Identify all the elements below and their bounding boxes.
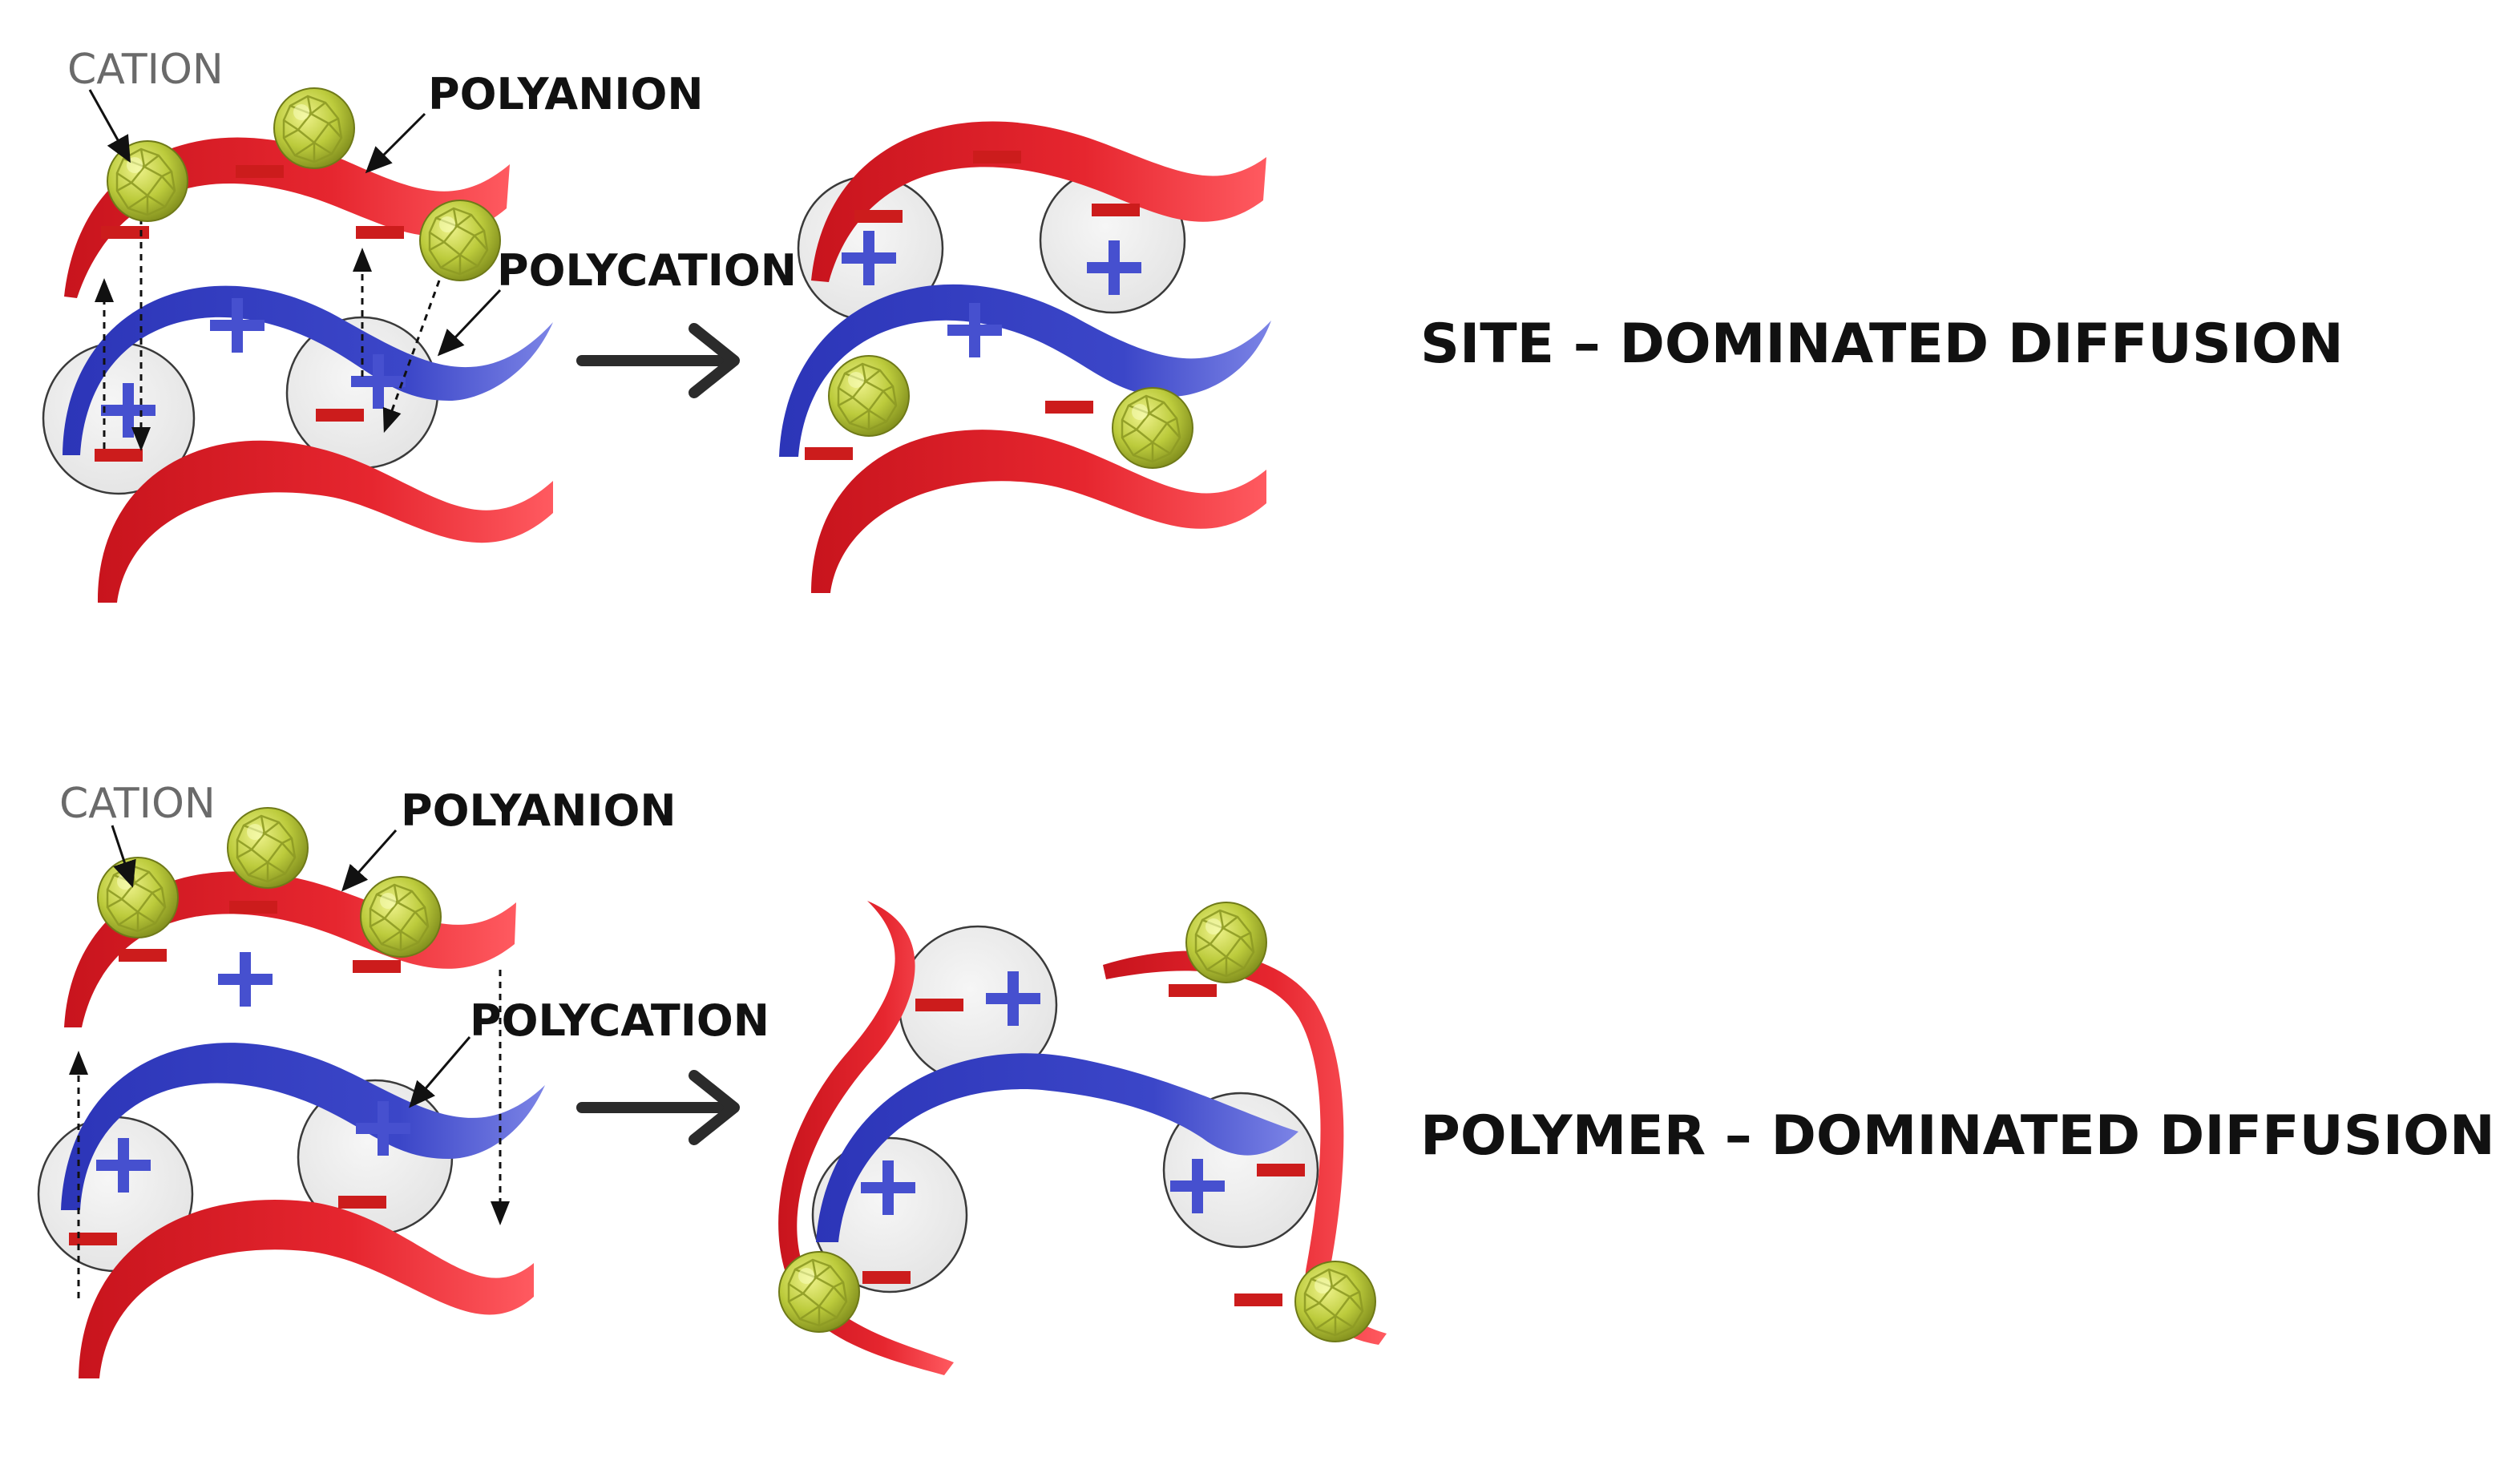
polyanion-label: POLYANION	[401, 785, 676, 836]
polyanion-chain	[97, 440, 553, 603]
polycation-chain	[61, 1043, 545, 1210]
cation-sphere-icon	[359, 875, 442, 959]
cation-sphere-icon	[106, 139, 189, 223]
cation-sphere-icon	[1294, 1260, 1377, 1343]
polyanion-chain	[64, 871, 516, 1027]
right-arrow-icon	[582, 329, 734, 393]
minus-sign-icon	[353, 960, 401, 973]
polyanion-chain	[79, 1199, 534, 1378]
minus-sign-icon	[1234, 1293, 1282, 1306]
minus-sign-icon	[338, 1196, 386, 1209]
minus-sign-icon	[95, 449, 143, 462]
minus-sign-icon	[119, 949, 167, 962]
polycation-chain	[816, 1053, 1298, 1242]
polycation-chain	[779, 284, 1271, 457]
minus-sign-icon	[1092, 204, 1140, 216]
minus-sign-icon	[1169, 984, 1217, 997]
cation-label: CATION	[67, 46, 224, 94]
minus-sign-icon	[862, 1271, 911, 1284]
polycation-chain	[63, 285, 553, 455]
cation-sphere-icon	[1185, 901, 1268, 984]
minus-sign-icon	[69, 1233, 117, 1245]
minus-sign-icon	[805, 447, 853, 460]
cation-sphere-icon	[96, 856, 180, 939]
polyanion-chain	[811, 430, 1266, 593]
polymer-initial-state: CATION POLYANION POLYCATION	[37, 780, 769, 1378]
polymer-panel-title: POLYMER – DOMINATED DIFFUSION	[1420, 1104, 2495, 1168]
polyanion-chain	[1103, 950, 1387, 1345]
right-arrow-icon	[582, 1076, 734, 1140]
minus-sign-icon	[854, 210, 903, 223]
cation-pointer	[111, 825, 136, 888]
polycation-pointer	[437, 289, 502, 357]
cation-pointer	[88, 89, 131, 163]
minus-sign-icon	[229, 901, 277, 914]
cation-sphere-icon	[827, 354, 911, 438]
plus-sign-icon	[218, 952, 273, 1007]
polymer-final-state	[777, 901, 1387, 1375]
minus-sign-icon	[236, 165, 284, 178]
diffusion-path	[382, 280, 441, 434]
minus-sign-icon	[1257, 1164, 1305, 1176]
cation-sphere-icon	[777, 1250, 861, 1334]
polyanion-pointer	[341, 829, 398, 892]
site-panel-title: SITE – DOMINATED DIFFUSION	[1420, 313, 2344, 376]
polyanion-chain	[811, 121, 1266, 282]
cation-sphere-icon	[273, 87, 356, 170]
polyanion-chain	[778, 901, 954, 1375]
cation-sphere-icon	[226, 806, 309, 890]
cation-sphere-icon	[418, 199, 502, 282]
polyanion-pointer	[365, 112, 426, 174]
polycation-pointer	[409, 1036, 471, 1108]
polymer-panel: CATION POLYANION POLYCATION	[37, 780, 2495, 1378]
site-panel: CATION POLYANION POLYCATION SITE – DOMIN…	[42, 46, 2344, 603]
minus-sign-icon	[915, 999, 963, 1011]
site-final-state	[779, 121, 1271, 593]
cation-label: CATION	[59, 780, 216, 828]
cation-sphere-icon	[1111, 386, 1194, 470]
minus-sign-icon	[973, 151, 1021, 163]
polyanion-label: POLYANION	[428, 69, 704, 119]
minus-sign-icon	[316, 409, 364, 422]
minus-sign-icon	[1045, 401, 1093, 414]
polycation-label: POLYCATION	[470, 995, 769, 1046]
polycation-label: POLYCATION	[497, 245, 797, 296]
site-initial-state: CATION POLYANION POLYCATION	[42, 46, 797, 603]
minus-sign-icon	[356, 226, 404, 239]
